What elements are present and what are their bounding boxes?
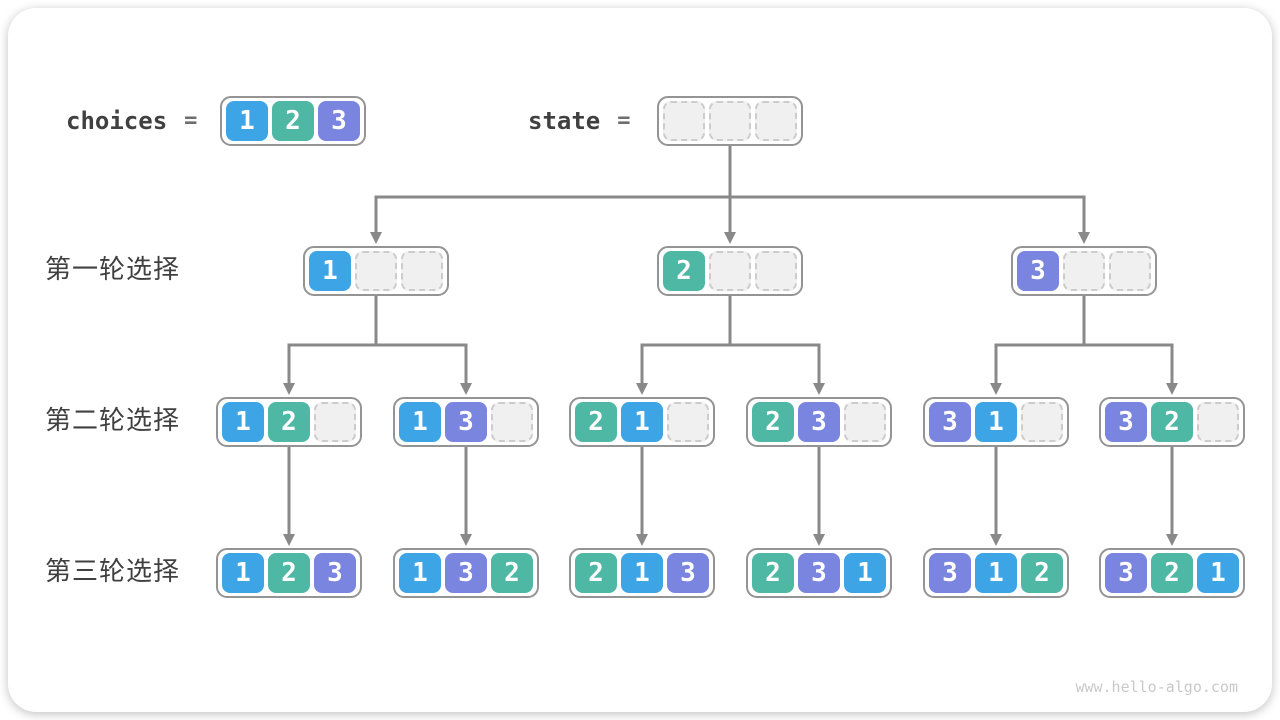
- cell-value-1: 1: [309, 251, 351, 291]
- cell-value-1: 1: [399, 402, 441, 442]
- row-label-round-2: 第二轮选择: [45, 406, 181, 436]
- cell-value-1: 1: [222, 553, 264, 593]
- state-node-L1-1: 1: [303, 246, 449, 296]
- cell-empty: [709, 251, 751, 291]
- cell-value-3: 3: [1105, 553, 1147, 593]
- cell-empty: [844, 402, 886, 442]
- state-node-L1-2: 2: [657, 246, 803, 296]
- cell-empty: [1063, 251, 1105, 291]
- cell-empty: [755, 251, 797, 291]
- cell-value-1: 1: [975, 402, 1017, 442]
- cell-value-2: 2: [663, 251, 705, 291]
- cell-value-3: 3: [798, 402, 840, 442]
- state-label: state: [528, 106, 601, 135]
- cell-empty: [1021, 402, 1063, 442]
- cell-value-1: 1: [621, 553, 663, 593]
- cell-empty: [709, 101, 751, 141]
- cell-value-3: 3: [1105, 402, 1147, 442]
- cell-value-3: 3: [929, 553, 971, 593]
- equals-sign: =: [617, 108, 631, 133]
- cell-empty: [1197, 402, 1239, 442]
- cell-value-2: 2: [752, 402, 794, 442]
- state-array-root: [657, 96, 803, 146]
- cell-value-3: 3: [667, 553, 709, 593]
- cell-value-3: 3: [929, 402, 971, 442]
- cell-empty: [755, 101, 797, 141]
- cell-empty: [314, 402, 356, 442]
- cell-value-1: 1: [226, 101, 268, 141]
- cell-value-1: 1: [975, 553, 1017, 593]
- cell-value-2: 2: [491, 553, 533, 593]
- cell-value-2: 2: [752, 553, 794, 593]
- connector-lines: [283, 143, 1178, 546]
- state-node-L1-3: 3: [1011, 246, 1157, 296]
- cell-value-1: 1: [1197, 553, 1239, 593]
- cell-value-3: 3: [318, 101, 360, 141]
- cell-value-3: 3: [798, 553, 840, 593]
- row-label-round-1: 第一轮选择: [45, 255, 181, 285]
- cell-empty: [401, 251, 443, 291]
- cell-value-3: 3: [1017, 251, 1059, 291]
- cell-value-1: 1: [222, 402, 264, 442]
- cell-value-3: 3: [445, 402, 487, 442]
- cell-empty: [667, 402, 709, 442]
- cell-empty: [355, 251, 397, 291]
- watermark: www.hello-algo.com: [1075, 678, 1238, 696]
- cell-value-1: 1: [844, 553, 886, 593]
- cell-value-2: 2: [272, 101, 314, 141]
- row-label-round-3: 第三轮选择: [45, 557, 181, 587]
- choices-label: choices: [66, 106, 168, 135]
- cell-value-2: 2: [1151, 402, 1193, 442]
- cell-value-2: 2: [575, 402, 617, 442]
- cell-value-2: 2: [268, 402, 310, 442]
- cell-value-2: 2: [1021, 553, 1063, 593]
- choices-definition: choices =: [66, 96, 197, 145]
- cell-value-3: 3: [445, 553, 487, 593]
- state-definition: state =: [528, 96, 631, 145]
- cell-empty: [1109, 251, 1151, 291]
- cell-value-2: 2: [268, 553, 310, 593]
- cell-value-2: 2: [1151, 553, 1193, 593]
- cell-value-3: 3: [314, 553, 356, 593]
- cell-value-1: 1: [399, 553, 441, 593]
- cell-value-1: 1: [621, 402, 663, 442]
- cell-value-2: 2: [575, 553, 617, 593]
- cell-empty: [491, 402, 533, 442]
- cell-empty: [663, 101, 705, 141]
- equals-sign: =: [184, 108, 198, 133]
